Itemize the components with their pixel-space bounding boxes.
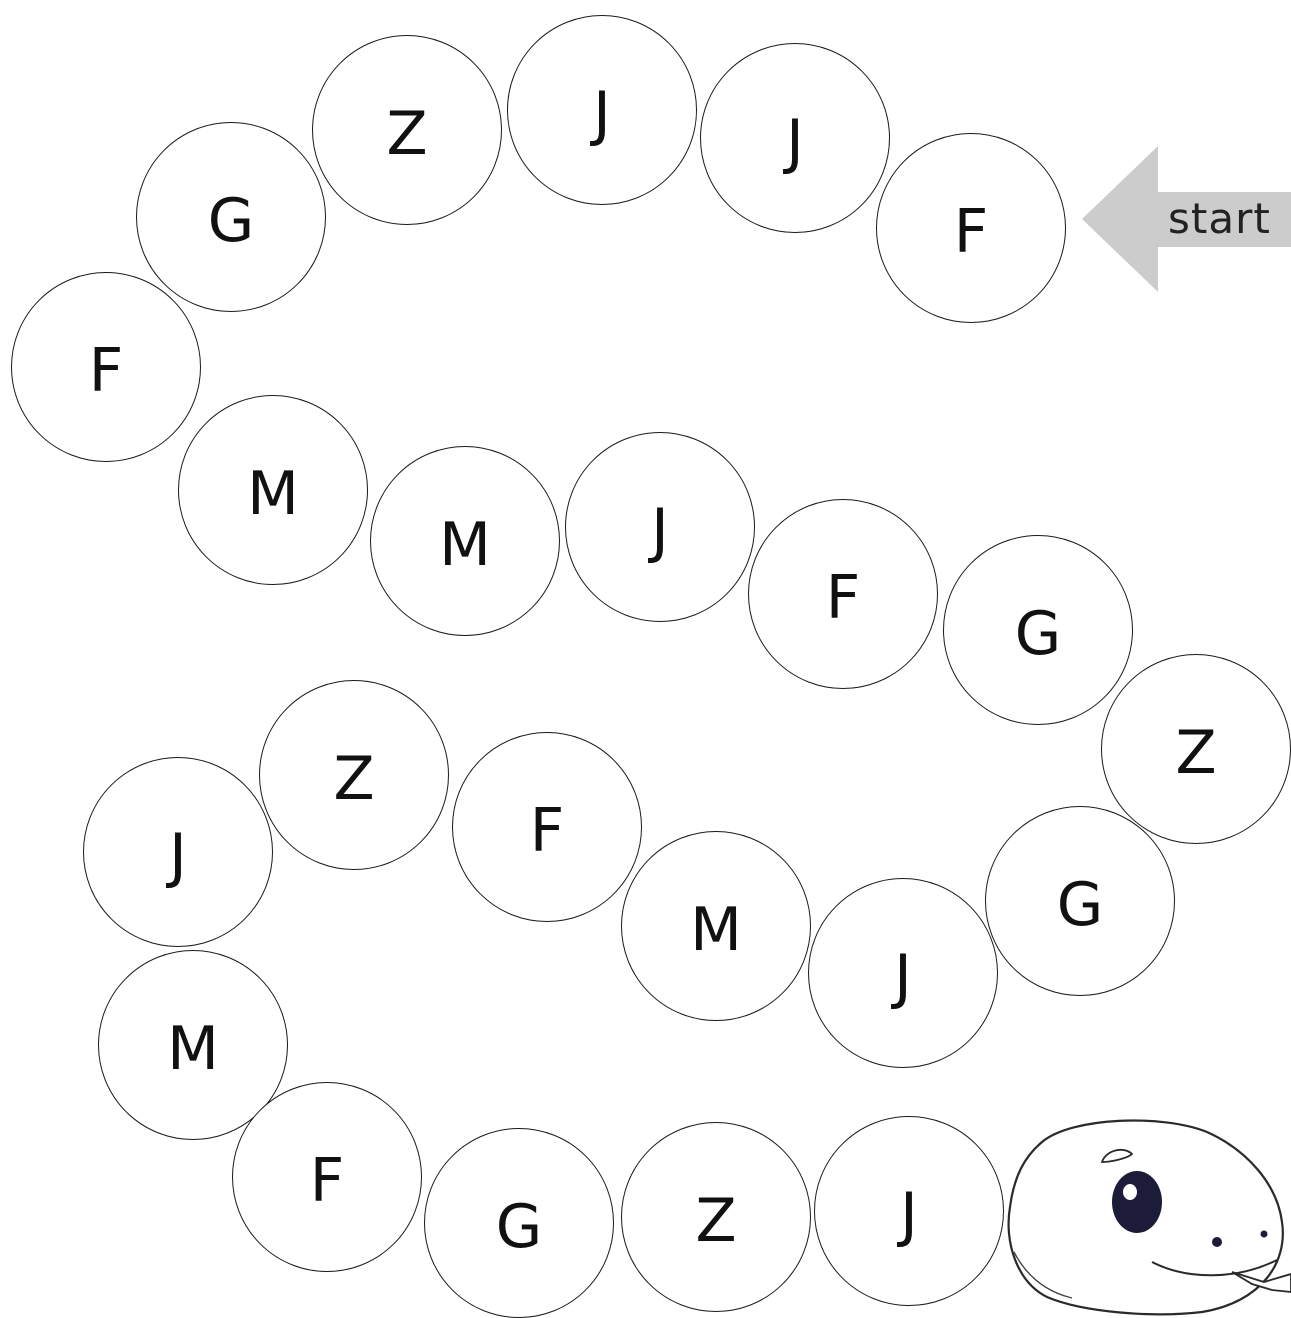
letter-circle-18[interactable]: J xyxy=(83,757,273,947)
letter-label: M xyxy=(439,510,491,580)
letter-label: M xyxy=(247,459,299,529)
letter-circle-11[interactable]: G xyxy=(943,535,1133,725)
letter-label: G xyxy=(1014,599,1062,669)
letter-circle-22[interactable]: Z xyxy=(621,1122,811,1312)
letter-circle-23[interactable]: J xyxy=(814,1116,1004,1306)
letter-label: Z xyxy=(695,1186,737,1256)
letter-circle-17[interactable]: Z xyxy=(259,680,449,870)
letter-label: J xyxy=(593,79,611,149)
letter-label: G xyxy=(1056,870,1104,940)
letter-circle-14[interactable]: J xyxy=(808,878,998,1068)
letter-circle-1[interactable]: F xyxy=(876,133,1066,323)
letter-circle-2[interactable]: J xyxy=(700,43,890,233)
letter-circle-19[interactable]: M xyxy=(98,950,288,1140)
start-label: start xyxy=(1168,194,1271,243)
letter-circle-7[interactable]: M xyxy=(178,395,368,585)
letter-label: J xyxy=(786,107,804,177)
letter-circle-4[interactable]: Z xyxy=(312,35,502,225)
letter-label: G xyxy=(495,1192,543,1262)
letter-label: Z xyxy=(333,744,375,814)
letter-label: J xyxy=(169,821,187,891)
letter-label: J xyxy=(900,1180,918,1250)
letter-circle-9[interactable]: J xyxy=(565,432,755,622)
letter-label: G xyxy=(207,186,255,256)
letter-label: F xyxy=(825,563,861,633)
letter-label: F xyxy=(309,1146,345,1216)
letter-circle-5[interactable]: G xyxy=(136,122,326,312)
letter-circle-13[interactable]: G xyxy=(985,806,1175,996)
letter-circle-6[interactable]: F xyxy=(11,272,201,462)
letter-circle-16[interactable]: F xyxy=(452,732,642,922)
letter-circle-20[interactable]: F xyxy=(232,1082,422,1272)
letter-label: J xyxy=(894,942,912,1012)
letter-label: Z xyxy=(386,99,428,169)
letter-circle-8[interactable]: M xyxy=(370,446,560,636)
start-arrow-icon xyxy=(1082,146,1291,292)
letter-circle-12[interactable]: Z xyxy=(1101,654,1291,844)
letter-label: Z xyxy=(1175,718,1217,788)
letter-circle-10[interactable]: F xyxy=(748,499,938,689)
letter-circle-21[interactable]: G xyxy=(424,1128,614,1318)
letter-label: J xyxy=(651,496,669,566)
letter-label: F xyxy=(529,796,565,866)
letter-label: M xyxy=(167,1014,219,1084)
letter-circle-15[interactable]: M xyxy=(621,831,811,1021)
letter-circle-3[interactable]: J xyxy=(507,15,697,205)
letter-label: F xyxy=(953,197,989,267)
letter-label: M xyxy=(690,895,742,965)
letter-label: F xyxy=(88,336,124,406)
snake-head-icon xyxy=(1007,1119,1291,1316)
